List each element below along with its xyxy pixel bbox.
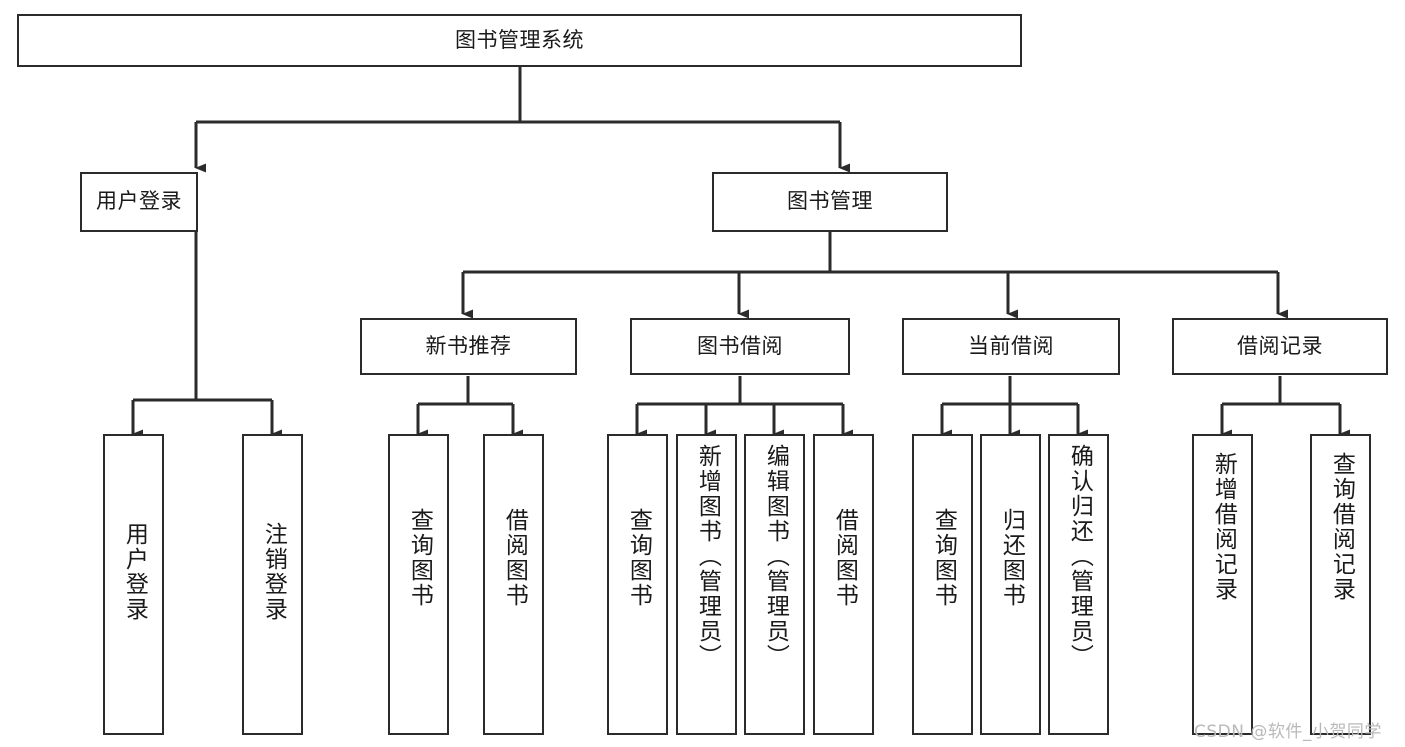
node-root-book-management-system[interactable]: 图书管理系统 xyxy=(17,14,1022,67)
node-current-borrow[interactable]: 当前借阅 xyxy=(902,318,1120,375)
node-borrow-record[interactable]: 借阅记录 xyxy=(1172,318,1388,375)
node-label: 注销登录 xyxy=(260,522,287,622)
node-label: 查询图书 xyxy=(406,508,433,608)
leaf-borrow-record-add-record[interactable]: 新增借阅记录 xyxy=(1192,434,1253,735)
node-label: 查询图书 xyxy=(930,508,957,608)
node-book-borrow[interactable]: 图书借阅 xyxy=(630,318,850,375)
node-label: 借阅图书 xyxy=(501,508,528,608)
leaf-book-borrow-add-book-admin[interactable]: 新增图书（管理员） xyxy=(676,434,737,735)
leaf-user-login-logout[interactable]: 注销登录 xyxy=(242,434,303,735)
leaf-current-borrow-return-book[interactable]: 归还图书 xyxy=(980,434,1041,735)
node-book-management[interactable]: 图书管理 xyxy=(712,172,948,232)
leaf-new-book-borrow-book[interactable]: 借阅图书 xyxy=(483,434,544,735)
node-label: 图书管理系统 xyxy=(455,27,584,52)
csdn-watermark: CSDN @软件_小贺同学 xyxy=(1194,722,1382,742)
node-label: 新书推荐 xyxy=(425,333,512,358)
node-user-login[interactable]: 用户登录 xyxy=(80,172,198,232)
leaf-book-borrow-borrow-book[interactable]: 借阅图书 xyxy=(813,434,874,735)
leaf-borrow-record-query-record[interactable]: 查询借阅记录 xyxy=(1310,434,1371,735)
node-label: 查询图书 xyxy=(625,508,652,608)
node-label: 编辑图书（管理员） xyxy=(762,444,789,669)
node-label: 用户登录 xyxy=(121,522,148,622)
node-new-book-recommend[interactable]: 新书推荐 xyxy=(360,318,577,375)
leaf-book-borrow-edit-book-admin[interactable]: 编辑图书（管理员） xyxy=(744,434,805,735)
node-label: 当前借阅 xyxy=(968,333,1054,358)
leaf-current-borrow-query-book[interactable]: 查询图书 xyxy=(912,434,973,735)
leaf-book-borrow-query-book[interactable]: 查询图书 xyxy=(607,434,668,735)
node-label: 图书借阅 xyxy=(697,333,783,358)
node-label: 新增借阅记录 xyxy=(1210,452,1237,602)
node-label: 借阅图书 xyxy=(831,508,858,608)
node-label: 借阅记录 xyxy=(1237,333,1323,358)
leaf-new-book-query-book[interactable]: 查询图书 xyxy=(388,434,449,735)
leaf-current-borrow-confirm-return-admin[interactable]: 确认归还（管理员） xyxy=(1048,434,1109,735)
node-label: 查询借阅记录 xyxy=(1328,452,1355,602)
node-label: 图书管理 xyxy=(787,189,873,214)
leaf-user-login-login[interactable]: 用户登录 xyxy=(103,434,164,735)
node-label: 用户登录 xyxy=(96,189,182,214)
node-label: 归还图书 xyxy=(998,508,1025,608)
node-label: 确认归还（管理员） xyxy=(1066,444,1093,669)
node-label: 新增图书（管理员） xyxy=(694,444,721,669)
